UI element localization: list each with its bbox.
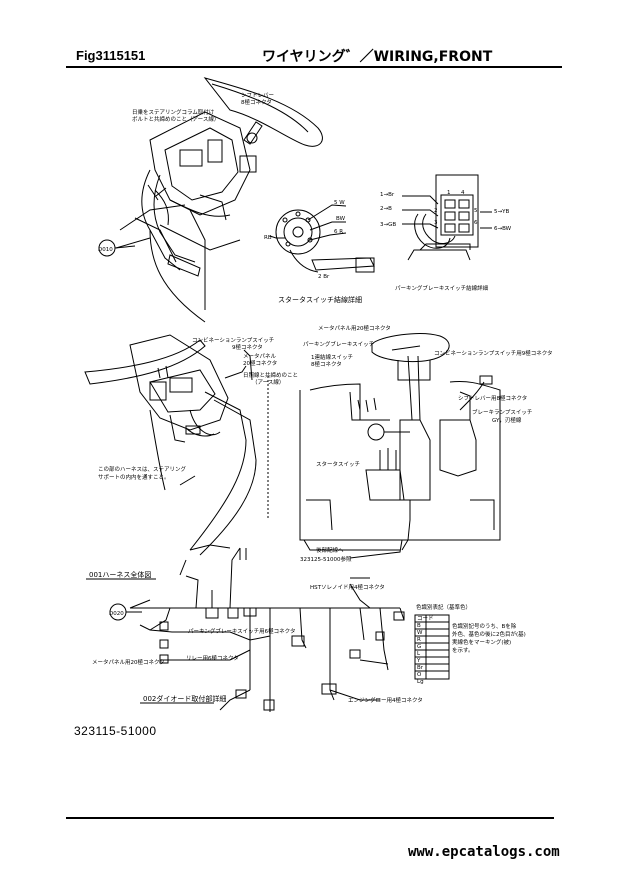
footer-rule [66,817,554,819]
label-pb-2b: 2→B [380,206,392,212]
label-pb-5yb: 5→YB [494,209,509,215]
label-pb-3gb: 3→GB [380,222,396,228]
harness-001-title: 001ハーネス全体図 [89,570,151,579]
label-meter-20-conn: メータパネル用20極コネクタ [92,658,165,666]
starter-switch-detail [269,204,375,273]
label-starter-bw: BW [336,216,346,222]
color-table-header: コード [417,615,434,622]
color-code-0: B [417,623,421,629]
color-code-3: G [417,644,421,650]
label-pb-6bw: 6→BW [494,226,512,232]
label-column-note-2: ボルトと共締めのこと（アース線） [132,115,219,123]
label-to-harness: 後部配線へ [316,546,344,554]
color-code-2: R [417,637,421,643]
combo-lamp-harness-assembly [84,334,269,556]
color-table-note-3: 実線色をマーキング(被) [452,638,511,646]
label-starter-rb: RB [264,235,272,241]
color-table-note-1: 色識別記号のうち、Bを除 [452,622,517,630]
color-code-table [414,614,450,680]
label-brake-lamp-sw: ブレーキランプスイッチ [472,408,532,416]
label-combo-lamp-9-conn: コンビネーションランプスイッチ用9極コネクタ [434,349,553,357]
label-parking-brake-conn: パーキングブレーキスイッチ用6極コネクタ [188,627,295,635]
color-code-5: Y [416,658,421,664]
callout-d020-text: D020 [109,611,124,617]
label-harness-note-1: この部のハーネスは、ステアリング [98,465,187,473]
label-starter-sw: スタータスイッチ [316,460,360,468]
label-ref-part: 323125-51000参照 [300,555,352,563]
page-title: ワイヤリング゛／WIRING,FRONT [262,49,493,65]
label-ground-note-1: 日照線と共締めのこと [243,371,298,379]
harness-001-drawing [129,539,405,712]
parking-brake-title: パーキングブレーキスイッチ結線詳細 [395,284,489,292]
callout-d010 [98,239,136,257]
header-rule [66,66,562,68]
callout-d020 [109,603,142,621]
steering-column-assembly [115,77,323,323]
label-shift-lever-8-conn: シフトレバー用8極コネクタ [458,394,527,402]
figure-code: Fig3115151 [76,48,146,63]
color-code-4: L [417,651,421,657]
watermark: www.epcatalogs.com [408,844,560,860]
label-hst-conn: HSTソレノイド用4極コネクタ [310,583,385,591]
label-pb-n4: 4 [461,190,465,196]
label-harness-note-2: サポートの内内を通すこと。 [98,473,170,481]
label-pb-1br: 1→Br [380,192,395,198]
color-code-7: O [417,672,422,678]
label-pb-n2: 2 [434,208,438,214]
label-parking-brake-sw: パーキングブレーキスイッチ [303,340,374,348]
label-combo-lamp-sw: コンビネーションランプスイッチ [192,336,274,344]
label-starter-5w: 5 W [334,200,345,206]
label-column-note-1: 日乗をステアリングコラム取付け [132,108,215,116]
label-relay-conn: リレー用6極コネクタ [186,654,239,662]
label-pb-n6: 6 [474,220,478,226]
label-meter-panel-20-conn: メータパネル用20極コネクタ [318,324,391,332]
label-starter-2br: 2 Br [318,274,330,280]
label-aux-switch-2: 8極コネクタ [311,360,342,368]
label-aux-switch-1: 1連結線スイッチ [311,353,353,361]
color-code-1: W [417,630,423,636]
color-code-8: Lg [417,679,424,685]
tractor-cockpit-view [299,333,501,551]
parking-brake-switch-detail [402,174,492,261]
label-pb-n1: 1 [447,190,451,196]
label-brake-lamp-sw-color: GY，刃極線 [492,416,522,424]
label-shift-lever-conn: 8極コネクタ [241,98,272,106]
label-meter-panel-conn: 20極コネクタ [243,359,277,367]
callout-d010-text: D010 [98,247,113,253]
label-starter-6r: 6 R [334,229,343,235]
color-table-note-2: 外色、基色の後に2色目が(基) [452,630,526,638]
part-number: 323115-51000 [74,724,157,738]
label-combo-lamp-conn: 9極コネクタ [232,343,263,351]
label-ground-note-2: （アース線） [252,378,284,386]
label-meter-panel: メータパネル [243,352,277,360]
color-code-6: Br [417,665,424,671]
color-table-title: 色識別表記（基準色） [416,603,471,611]
label-pb-n3: 3 [434,220,438,226]
diode-002-title: 002ダイオード取付部詳細 [143,694,226,703]
label-shift-lever: シフトレバー [241,92,274,99]
color-table-note-4: を示す。 [452,647,473,654]
label-engine-glow-conn: エンジングロー用4極コネクタ [348,696,423,704]
starter-switch-title: スタータスイッチ結線詳細 [278,295,362,304]
label-pb-n5: 5 [474,208,478,214]
